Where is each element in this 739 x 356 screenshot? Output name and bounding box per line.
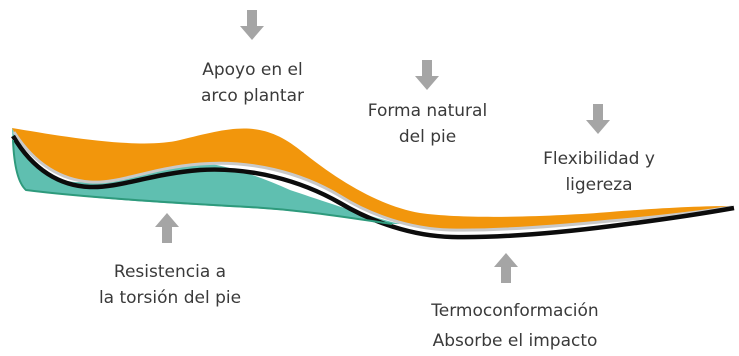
lower-edge <box>12 139 393 225</box>
arrow-flexibilidad <box>586 104 610 134</box>
label-line: ligereza <box>565 175 633 195</box>
label-apoyo-arco-plantar: Apoyo en el arco plantar <box>185 57 320 109</box>
lower-layer <box>12 128 400 224</box>
arrow-apoyo <box>240 10 264 40</box>
label-line: Absorbe el impacto <box>432 331 598 351</box>
label-line: Termoconformación <box>431 301 599 321</box>
label-line: Forma natural <box>367 101 488 121</box>
label-forma-natural: Forma natural del pie <box>350 98 505 150</box>
label-line: del pie <box>398 127 457 147</box>
separator-line <box>12 131 733 232</box>
arrow-termo <box>494 253 518 283</box>
upper-layer <box>12 128 732 231</box>
label-line: arco plantar <box>201 86 304 106</box>
label-resistencia-torsion: Resistencia a la torsión del pie <box>95 259 245 311</box>
arrow-resistencia <box>155 213 179 243</box>
arrow-forma <box>415 60 439 90</box>
label-flexibilidad: Flexibilidad y ligereza <box>524 146 674 198</box>
label-line: Resistencia a <box>113 262 227 282</box>
base-line <box>11 134 735 240</box>
label-line: Flexibilidad y <box>543 149 655 169</box>
label-line: la torsión del pie <box>98 288 242 308</box>
label-line: Apoyo en el <box>202 60 303 80</box>
label-termoconformacion: Termoconformación Absorbe el impacto <box>410 296 620 356</box>
